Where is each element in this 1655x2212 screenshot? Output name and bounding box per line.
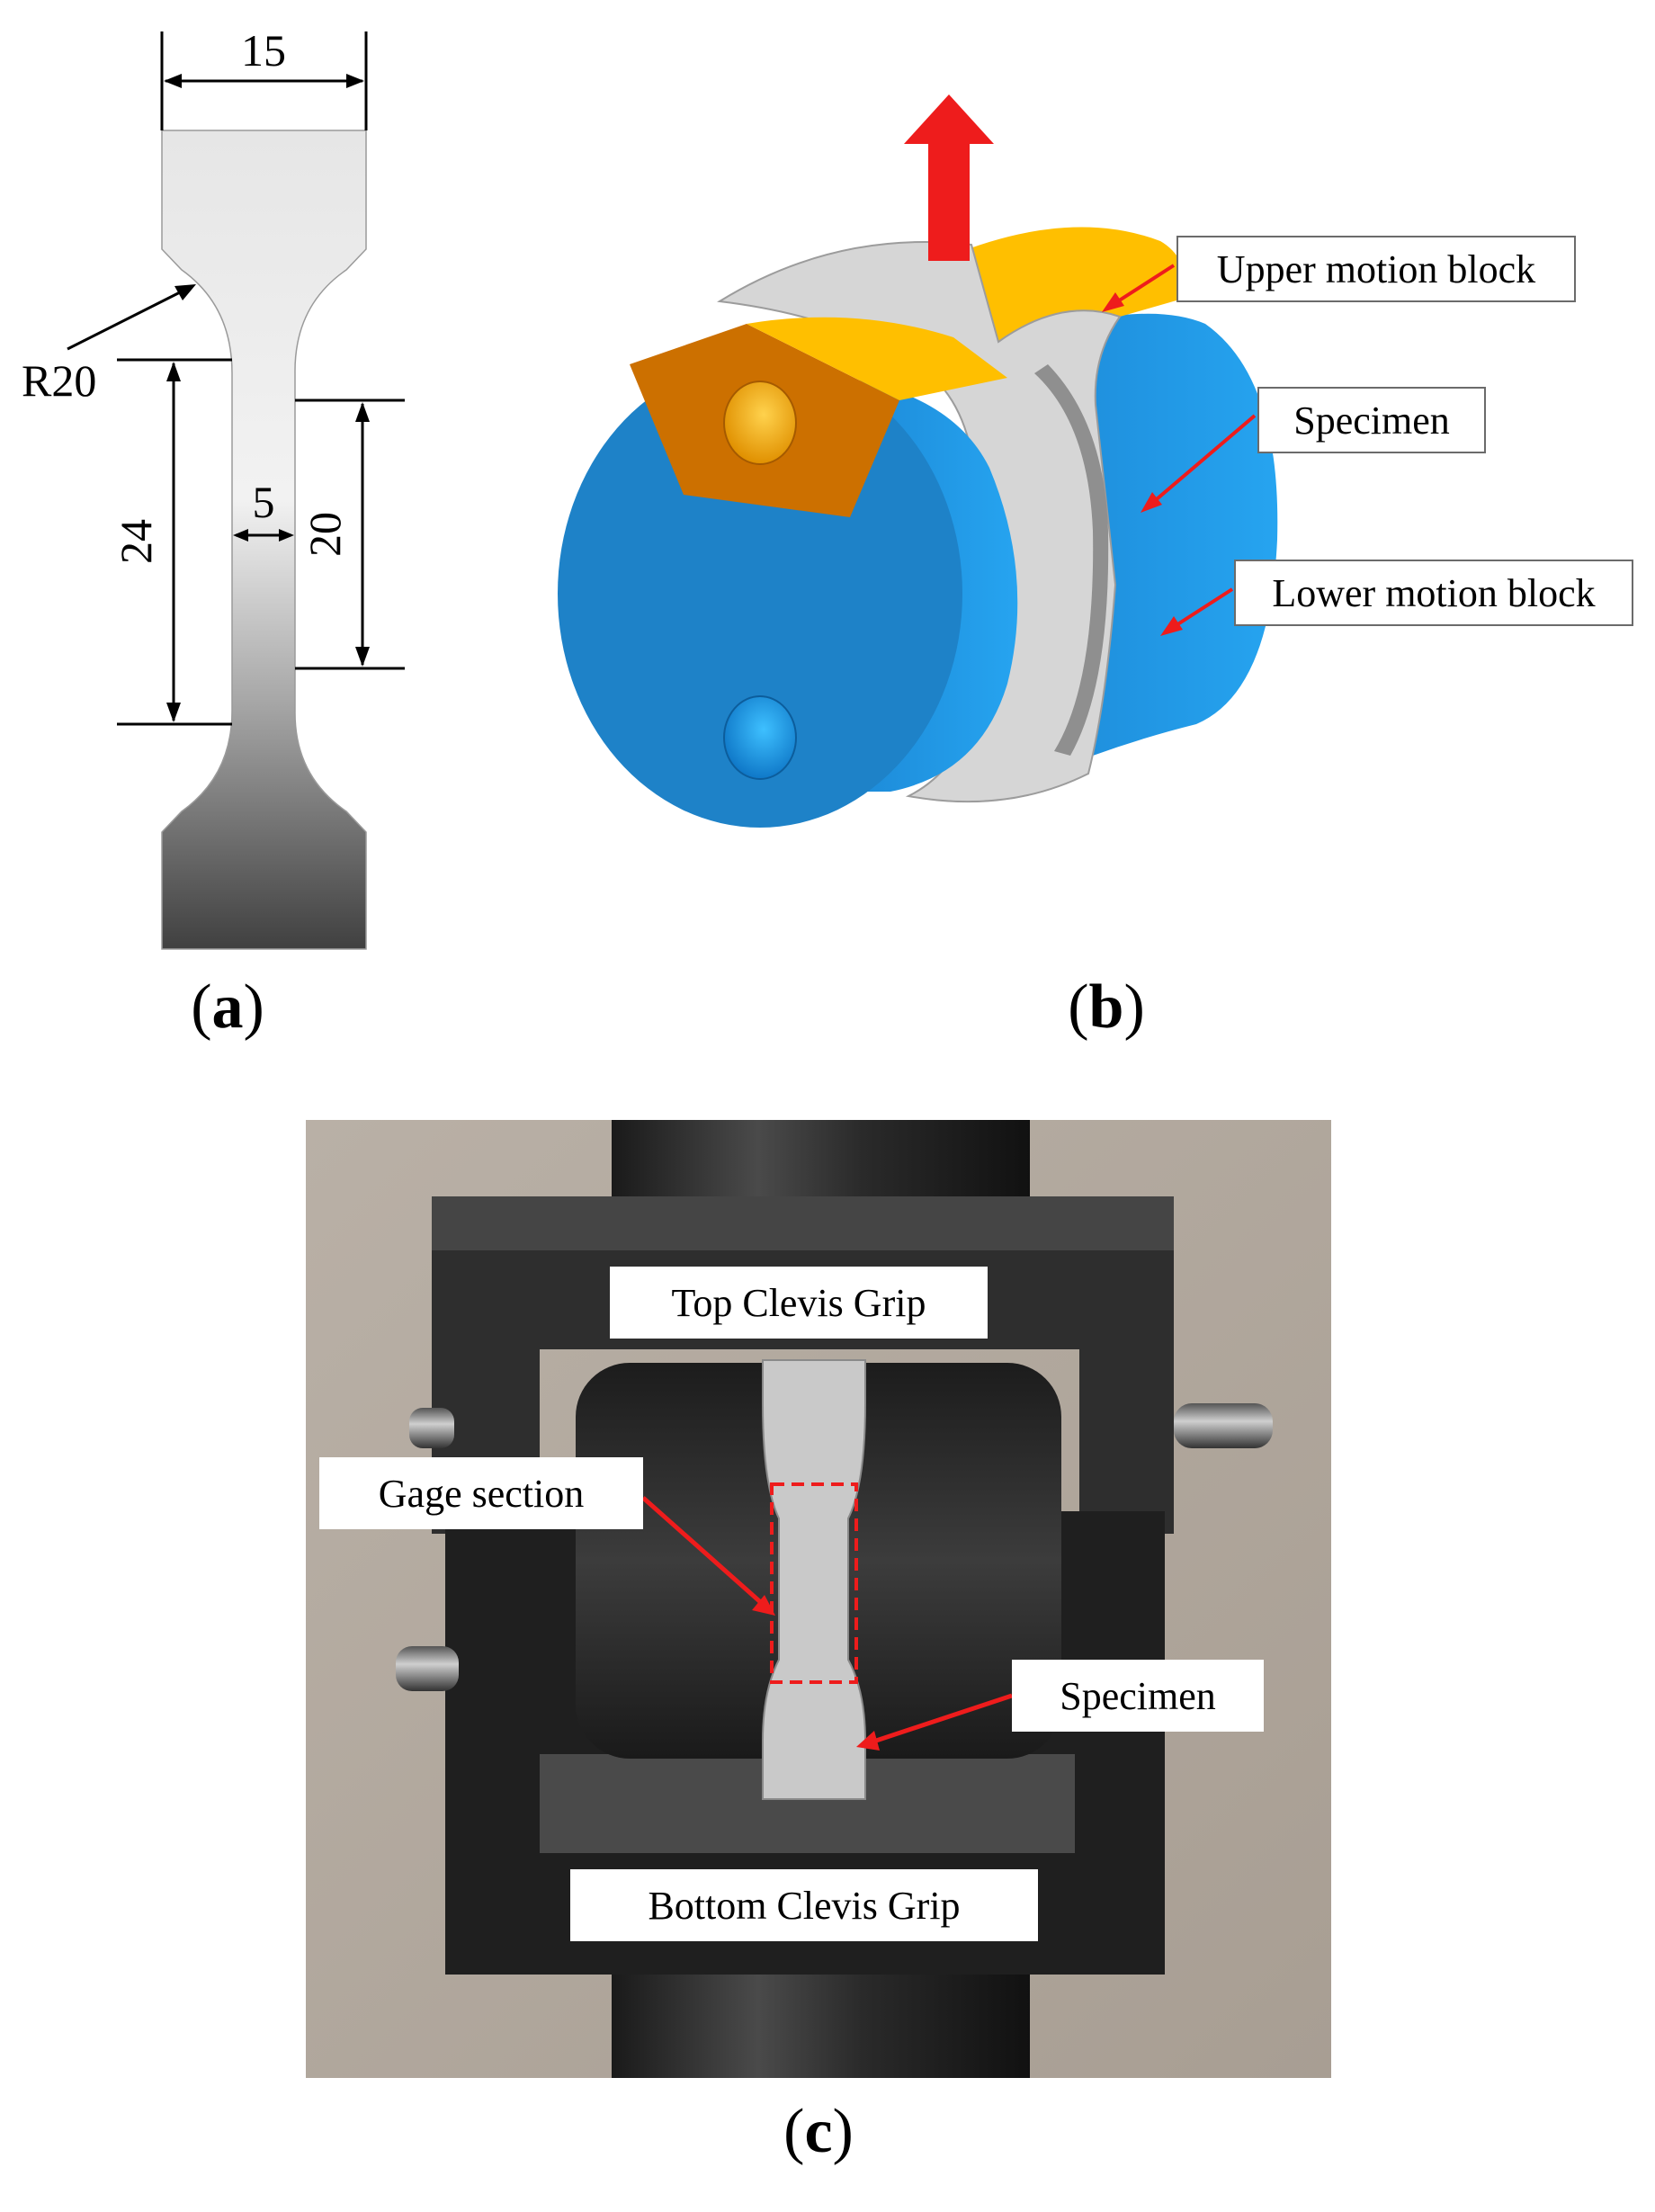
dim-5-arrow-left xyxy=(233,529,248,542)
caption-c-letter: c xyxy=(804,2097,833,2166)
caption-a-close: ) xyxy=(243,972,264,1042)
caption-c-open: ( xyxy=(783,2097,805,2166)
specimen-leader-b xyxy=(1150,414,1257,506)
specimen-leader-b-head xyxy=(1141,492,1162,513)
label-bottom-clevis-grip: Bottom Clevis Grip xyxy=(570,1869,1038,1941)
specimen-leader-c xyxy=(867,1693,1013,1746)
caption-a-open: ( xyxy=(191,972,212,1042)
caption-a-letter: a xyxy=(211,972,244,1042)
label-specimen-c: Specimen xyxy=(1012,1660,1264,1732)
upper-motion-block-front-top xyxy=(630,317,1007,400)
dim-24-arrow-bottom xyxy=(166,703,181,722)
caption-b-open: ( xyxy=(1068,972,1089,1042)
top-clevis-top-face xyxy=(432,1196,1174,1250)
dim-24-arrow-top xyxy=(166,362,181,381)
dim-radius-value: R20 xyxy=(22,355,96,406)
lower-block-leader xyxy=(1167,587,1234,631)
dim-width-arrow-right xyxy=(346,74,364,88)
caption-c: (c) xyxy=(729,2096,908,2168)
lower-block-leader-head xyxy=(1160,616,1183,636)
label-upper-motion-block: Upper motion block xyxy=(1176,236,1576,302)
top-pin-right xyxy=(1174,1403,1273,1448)
upper-block-leader xyxy=(1109,264,1176,308)
caption-b-close: ) xyxy=(1123,972,1145,1042)
dim-20-arrow-top xyxy=(355,402,370,422)
dim-gauge-width-value: 5 xyxy=(253,477,275,527)
dim-5-arrow-right xyxy=(279,529,294,542)
dim-width-value: 15 xyxy=(241,25,286,76)
gage-section-leader-head xyxy=(752,1595,775,1616)
specimen-ring-edge xyxy=(1034,364,1109,756)
caption-b: (b) xyxy=(1016,972,1196,1043)
panel-a-drawing: 15 R20 24 20 5 xyxy=(22,25,405,950)
dim-20-arrow-bottom xyxy=(355,647,370,667)
upper-pin-hole xyxy=(723,381,797,465)
panel-b-fixture xyxy=(558,94,1278,828)
specimen-leader-c-head xyxy=(856,1731,880,1751)
upper-block-leader-head xyxy=(1102,292,1124,312)
upper-motion-block-rear xyxy=(949,227,1189,342)
gage-section-box xyxy=(770,1482,858,1684)
dim-width-arrow-left xyxy=(164,74,182,88)
lower-pin-hole xyxy=(723,695,797,780)
label-gage-section: Gage section xyxy=(319,1457,643,1529)
label-top-clevis-grip: Top Clevis Grip xyxy=(610,1267,988,1339)
top-pin-left xyxy=(409,1408,454,1448)
radius-leader-arrow xyxy=(174,284,196,300)
bottom-pin-left xyxy=(396,1646,459,1691)
gage-section-leader xyxy=(641,1496,766,1608)
dim-20-value: 20 xyxy=(300,512,350,557)
dim-24-value: 24 xyxy=(111,519,161,564)
label-specimen-b: Specimen xyxy=(1257,387,1486,453)
radius-leader xyxy=(67,291,181,351)
caption-a: (a) xyxy=(138,972,318,1043)
caption-b-letter: b xyxy=(1088,972,1124,1042)
dogbone-specimen xyxy=(161,130,367,950)
caption-c-close: ) xyxy=(832,2097,854,2166)
label-lower-motion-block: Lower motion block xyxy=(1234,560,1633,626)
load-direction-arrow xyxy=(904,94,994,261)
